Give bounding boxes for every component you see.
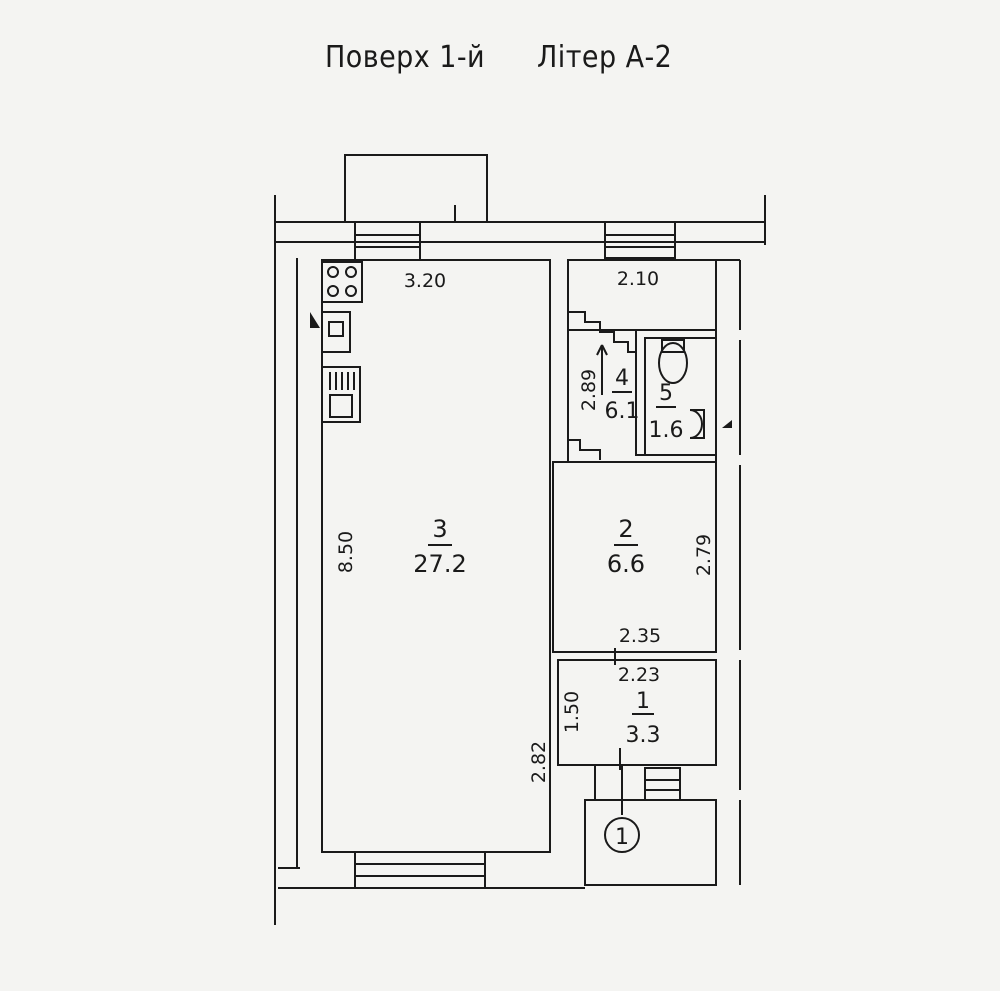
dim-1-50: 1.50 <box>561 691 583 733</box>
dim-2-82: 2.82 <box>528 741 550 783</box>
room-5-number: 5 <box>659 381 673 406</box>
dim-2-10: 2.10 <box>617 268 659 290</box>
room-3-number: 3 <box>432 515 447 543</box>
room-4-area: 6.1 <box>605 399 640 424</box>
room-5-area: 1.6 <box>649 418 684 443</box>
liter-label: Літер А-2 <box>537 40 673 75</box>
room-2-number: 2 <box>618 515 633 543</box>
room-2-area: 6.6 <box>607 550 645 578</box>
entrance-marker-circle <box>604 817 640 853</box>
dim-2-79: 2.79 <box>693 534 715 576</box>
room-1-number: 1 <box>636 689 650 714</box>
dim-2-89: 2.89 <box>578 369 600 411</box>
entrance-marker-label: 1 <box>615 825 629 850</box>
dim-8-50: 8.50 <box>335 531 357 573</box>
room-4-number: 4 <box>615 366 629 391</box>
meter-symbol <box>310 312 320 328</box>
dim-3-20: 3.20 <box>404 270 446 292</box>
room-3-area: 27.2 <box>413 550 466 578</box>
boiler-symbol <box>722 420 732 428</box>
floor-label: Поверх 1-й <box>325 40 486 75</box>
dim-2-35: 2.35 <box>619 625 661 647</box>
room-1-area: 3.3 <box>626 723 661 748</box>
dim-2-23: 2.23 <box>618 664 660 686</box>
